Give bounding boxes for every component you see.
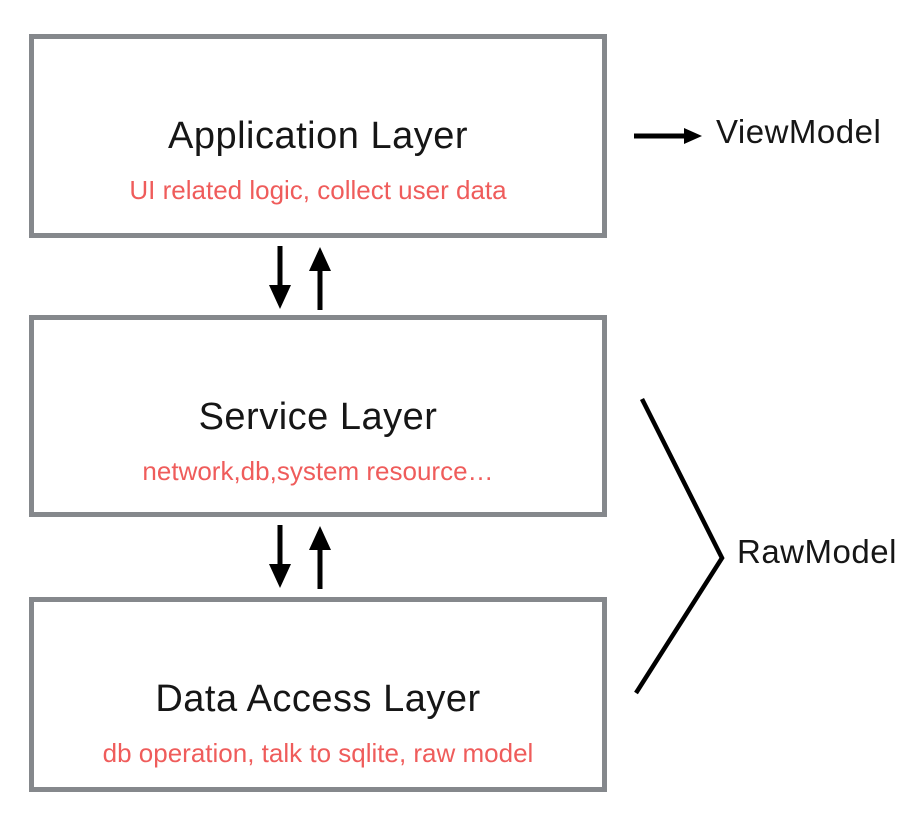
down-arrow-icon (269, 525, 291, 588)
view-model-label: ViewModel (716, 113, 882, 150)
application-layer-title: Application Layer (167, 115, 468, 157)
application-layer-box: Application Layer UI related logic, coll… (29, 34, 607, 238)
application-layer-subtitle: UI related logic, collect user data (129, 174, 507, 205)
data-access-layer-title: Data Access Layer (155, 678, 481, 720)
service-layer-box: Service Layer network,db,system resource… (29, 315, 607, 517)
up-arrow-icon (309, 526, 331, 589)
service-dal-arrows (269, 525, 331, 589)
data-access-layer-box: Data Access Layer db operation, talk to … (29, 597, 607, 792)
right-arrow-icon (634, 128, 702, 144)
service-layer-title: Service Layer (198, 396, 438, 438)
service-layer-subtitle: network,db,system resource… (142, 455, 494, 486)
raw-model-chevron-icon (634, 397, 725, 695)
down-arrow-icon (269, 246, 291, 309)
up-arrow-icon (309, 247, 331, 310)
raw-model-label: RawModel (737, 533, 897, 570)
data-access-layer-subtitle: db operation, talk to sqlite, raw model (102, 737, 534, 768)
app-service-arrows (269, 246, 331, 310)
